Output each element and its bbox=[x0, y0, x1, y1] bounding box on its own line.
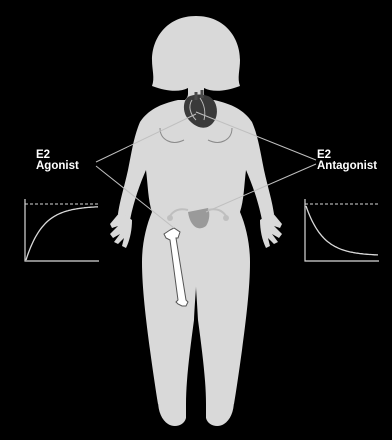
agonist-label: E2 Agonist bbox=[36, 150, 79, 172]
agonist-graph-frame bbox=[25, 199, 99, 261]
agonist-graph-curve bbox=[26, 207, 98, 260]
agonist-label-line2: Agonist bbox=[36, 161, 79, 172]
antagonist-graph-curve bbox=[306, 206, 378, 255]
antagonist-label: E2 Antagonist bbox=[317, 150, 377, 172]
agonist-response-graph bbox=[24, 198, 100, 262]
antagonist-response-graph bbox=[304, 198, 380, 262]
antagonist-label-line2: Antagonist bbox=[317, 161, 377, 172]
antagonist-graph-frame bbox=[305, 199, 379, 261]
